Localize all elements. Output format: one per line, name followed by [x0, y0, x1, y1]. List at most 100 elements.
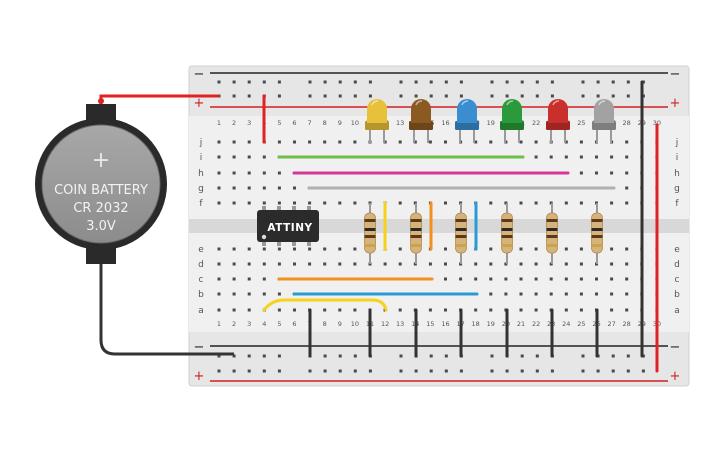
breadboard-hole[interactable] — [262, 247, 266, 251]
rail-hole[interactable] — [323, 354, 327, 358]
breadboard-hole[interactable] — [217, 140, 221, 144]
rail-hole[interactable] — [505, 80, 509, 84]
rail-hole[interactable] — [459, 80, 463, 84]
breadboard-hole[interactable] — [444, 277, 447, 281]
rail-hole[interactable] — [429, 369, 433, 373]
breadboard-hole[interactable] — [293, 247, 296, 251]
breadboard-hole[interactable] — [277, 308, 281, 312]
rail-hole[interactable] — [429, 354, 433, 358]
rail-hole[interactable] — [596, 94, 600, 98]
rail-hole[interactable] — [505, 369, 509, 373]
rail-hole[interactable] — [581, 369, 585, 373]
breadboard-hole[interactable] — [534, 140, 538, 144]
rail-hole[interactable] — [308, 94, 312, 98]
breadboard-hole[interactable] — [610, 155, 614, 159]
breadboard-hole[interactable] — [428, 140, 432, 144]
breadboard-hole[interactable] — [489, 201, 493, 205]
breadboard-hole[interactable] — [308, 247, 312, 251]
rail-hole[interactable] — [353, 354, 357, 358]
breadboard-hole[interactable] — [444, 201, 447, 205]
rail-hole[interactable] — [520, 354, 524, 358]
resistor[interactable] — [364, 203, 376, 264]
breadboard-hole[interactable] — [625, 292, 629, 296]
breadboard-hole[interactable] — [504, 201, 508, 205]
rail-hole[interactable] — [277, 80, 281, 84]
rail-hole[interactable] — [414, 369, 418, 373]
breadboard-hole[interactable] — [564, 155, 568, 159]
breadboard-hole[interactable] — [444, 308, 447, 312]
breadboard-hole[interactable] — [489, 247, 493, 251]
rail-hole[interactable] — [247, 94, 251, 98]
breadboard-hole[interactable] — [308, 262, 312, 266]
breadboard-hole[interactable] — [534, 277, 538, 281]
rail-hole[interactable] — [611, 80, 615, 84]
led-green[interactable] — [500, 99, 524, 143]
rail-hole[interactable] — [490, 354, 494, 358]
breadboard-hole[interactable] — [579, 201, 583, 205]
rail-hole[interactable] — [414, 80, 418, 84]
rail-hole[interactable] — [581, 354, 585, 358]
rail-hole[interactable] — [368, 80, 372, 84]
breadboard-hole[interactable] — [232, 171, 236, 175]
resistor[interactable] — [455, 203, 467, 264]
breadboard-hole[interactable] — [534, 292, 538, 296]
breadboard-hole[interactable] — [489, 308, 493, 312]
breadboard-hole[interactable] — [247, 140, 251, 144]
rail-hole[interactable] — [338, 94, 342, 98]
breadboard-hole[interactable] — [217, 308, 221, 312]
led-blue[interactable] — [455, 99, 479, 143]
rail-hole[interactable] — [308, 80, 312, 84]
breadboard-hole[interactable] — [625, 308, 629, 312]
resistor[interactable] — [591, 203, 603, 264]
resistor[interactable] — [501, 203, 513, 264]
breadboard-hole[interactable] — [323, 308, 327, 312]
rail-hole[interactable] — [596, 369, 600, 373]
breadboard-hole[interactable] — [262, 171, 266, 175]
breadboard-hole[interactable] — [277, 201, 281, 205]
rail-hole[interactable] — [262, 369, 266, 373]
breadboard-hole[interactable] — [579, 277, 583, 281]
breadboard-hole[interactable] — [383, 262, 387, 266]
rail-hole[interactable] — [232, 80, 236, 84]
rail-hole[interactable] — [505, 94, 509, 98]
breadboard-hole[interactable] — [579, 292, 583, 296]
breadboard-hole[interactable] — [489, 262, 493, 266]
breadboard-hole[interactable] — [564, 308, 568, 312]
breadboard-hole[interactable] — [338, 247, 342, 251]
rail-hole[interactable] — [399, 80, 403, 84]
breadboard-hole[interactable] — [277, 171, 281, 175]
rail-hole[interactable] — [444, 94, 448, 98]
breadboard-hole[interactable] — [504, 292, 508, 296]
breadboard-hole[interactable] — [474, 140, 478, 144]
rail-hole[interactable] — [550, 80, 554, 84]
breadboard-hole[interactable] — [232, 277, 236, 281]
rail-hole[interactable] — [596, 80, 600, 84]
rail-hole[interactable] — [232, 369, 236, 373]
breadboard-hole[interactable] — [308, 201, 312, 205]
breadboard-hole[interactable] — [293, 140, 296, 144]
breadboard-hole[interactable] — [277, 262, 281, 266]
breadboard-hole[interactable] — [262, 201, 266, 205]
breadboard-hole[interactable] — [534, 247, 538, 251]
breadboard-hole[interactable] — [549, 292, 553, 296]
rail-hole[interactable] — [353, 80, 357, 84]
breadboard-hole[interactable] — [564, 262, 568, 266]
breadboard-hole[interactable] — [534, 262, 538, 266]
breadboard-hole[interactable] — [579, 262, 583, 266]
rail-hole[interactable] — [399, 94, 403, 98]
rail-hole[interactable] — [429, 80, 433, 84]
rail-hole[interactable] — [262, 354, 266, 358]
led-brown[interactable] — [409, 99, 433, 143]
breadboard-hole[interactable] — [579, 171, 583, 175]
breadboard-hole[interactable] — [625, 277, 629, 281]
breadboard-hole[interactable] — [610, 292, 614, 296]
breadboard-hole[interactable] — [519, 277, 523, 281]
rail-hole[interactable] — [277, 369, 281, 373]
breadboard-hole[interactable] — [277, 247, 281, 251]
rail-hole[interactable] — [459, 94, 463, 98]
breadboard-hole[interactable] — [579, 247, 583, 251]
breadboard-hole[interactable] — [398, 262, 402, 266]
breadboard-hole[interactable] — [595, 171, 598, 175]
led-red[interactable] — [546, 99, 570, 143]
breadboard-hole[interactable] — [474, 277, 478, 281]
